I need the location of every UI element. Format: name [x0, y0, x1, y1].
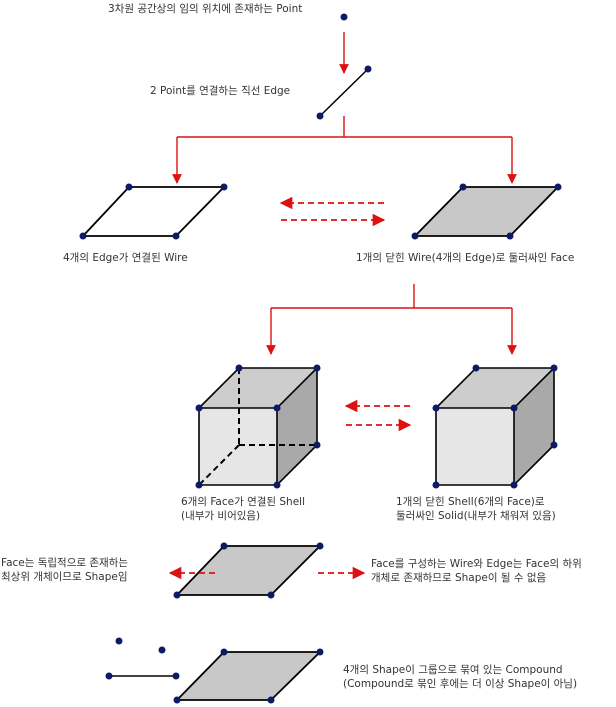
- wire-label: 4개의 Edge가 연결된 Wire: [63, 252, 188, 264]
- compound-face-vertex: [220, 648, 228, 656]
- shell-vertex: [235, 364, 243, 372]
- shell-vertex: [313, 441, 321, 449]
- face-figure: [411, 183, 562, 240]
- face-label: 1개의 닫힌 Wire(4개의 Edge)로 둘러싸인 Face: [356, 252, 575, 264]
- shell-label-line2: (내부가 비어있음): [181, 510, 261, 522]
- face-vertex: [459, 183, 467, 191]
- edge-vertex: [364, 65, 372, 73]
- compound-point: [115, 637, 123, 645]
- shell-label-line1: 6개의 Face가 연결된 Shell: [181, 496, 306, 508]
- solid-vertex: [550, 364, 558, 372]
- compound-figure: [105, 637, 324, 704]
- shell-vertex: [273, 404, 281, 412]
- face-vertex: [411, 232, 419, 240]
- solid-label: 1개의 닫힌 Shell(6개의 Face)로 둘러싸인 Solid(내부가 채…: [396, 495, 556, 523]
- solid-vertex: [510, 481, 518, 489]
- shape-face-figure: [173, 542, 324, 599]
- face-vertex: [554, 183, 562, 191]
- solid-figure: [432, 364, 558, 489]
- compound-face-vertex: [316, 648, 324, 656]
- shell-vertex: [273, 481, 281, 489]
- compound-edge-vertex: [172, 672, 180, 680]
- compound-label: 4개의 Shape이 그룹으로 묶여 있는 Compound (Compound…: [343, 663, 577, 691]
- subentity-label: Face를 구성하는 Wire와 Edge는 Face의 하위 개체로 존재하므…: [371, 557, 582, 585]
- shape-face-vertex: [173, 591, 181, 599]
- wire-vertex: [79, 232, 87, 240]
- point-label: 3차원 공간상의 임의 위치에 존재하는 Point: [108, 3, 303, 15]
- wire-vertex: [172, 232, 180, 240]
- subentity-label-line1: Face를 구성하는 Wire와 Edge는 Face의 하위: [371, 558, 582, 570]
- face-shape-label-line2: 최상위 개체이므로 Shape임: [1, 571, 128, 583]
- shell-vertex: [313, 364, 321, 372]
- face-shape-label-line1: Face는 독립적으로 존재하는: [1, 557, 129, 569]
- compound-label-line2: (Compound로 묶인 후에는 더 이상 Shape이 아님): [343, 678, 578, 690]
- compound-edge-vertex: [105, 672, 113, 680]
- shape-face-vertex: [220, 542, 228, 550]
- compound-face-vertex: [267, 696, 275, 704]
- wire-figure: [79, 183, 228, 240]
- compound-label-line1: 4개의 Shape이 그룹으로 묶여 있는 Compound: [343, 664, 563, 676]
- shell-vertex: [195, 481, 203, 489]
- face-vertex: [506, 232, 514, 240]
- compound-face-vertex: [173, 696, 181, 704]
- shell-vertex: [195, 404, 203, 412]
- edge-label: 2 Point를 연결하는 직선 Edge: [150, 85, 291, 97]
- shape-face-vertex: [267, 591, 275, 599]
- point-vertex: [340, 13, 348, 21]
- wire-vertex: [220, 183, 228, 191]
- shape-face-vertex: [316, 542, 324, 550]
- solid-label-line1: 1개의 닫힌 Shell(6개의 Face)로: [396, 496, 545, 508]
- face-shape-label: Face는 독립적으로 존재하는 최상위 개체이므로 Shape임: [1, 556, 128, 584]
- subentity-label-line2: 개체로 존재하므로 Shape이 될 수 없음: [371, 572, 547, 584]
- solid-vertex: [432, 404, 440, 412]
- wire-vertex: [125, 183, 133, 191]
- solid-vertex: [472, 364, 480, 372]
- solid-vertex: [432, 481, 440, 489]
- solid-vertex: [510, 404, 518, 412]
- solid-vertex: [550, 441, 558, 449]
- shell-figure: [195, 364, 321, 489]
- solid-label-line2: 둘러싸인 Solid(내부가 채워져 있음): [396, 510, 556, 522]
- shell-label: 6개의 Face가 연결된 Shell (내부가 비어있음): [181, 495, 305, 523]
- face-branch-connector: [266, 284, 517, 355]
- edge-branch-connector: [172, 116, 517, 184]
- edge-figure: [316, 65, 372, 120]
- edge-vertex: [316, 112, 324, 120]
- compound-point: [158, 646, 166, 654]
